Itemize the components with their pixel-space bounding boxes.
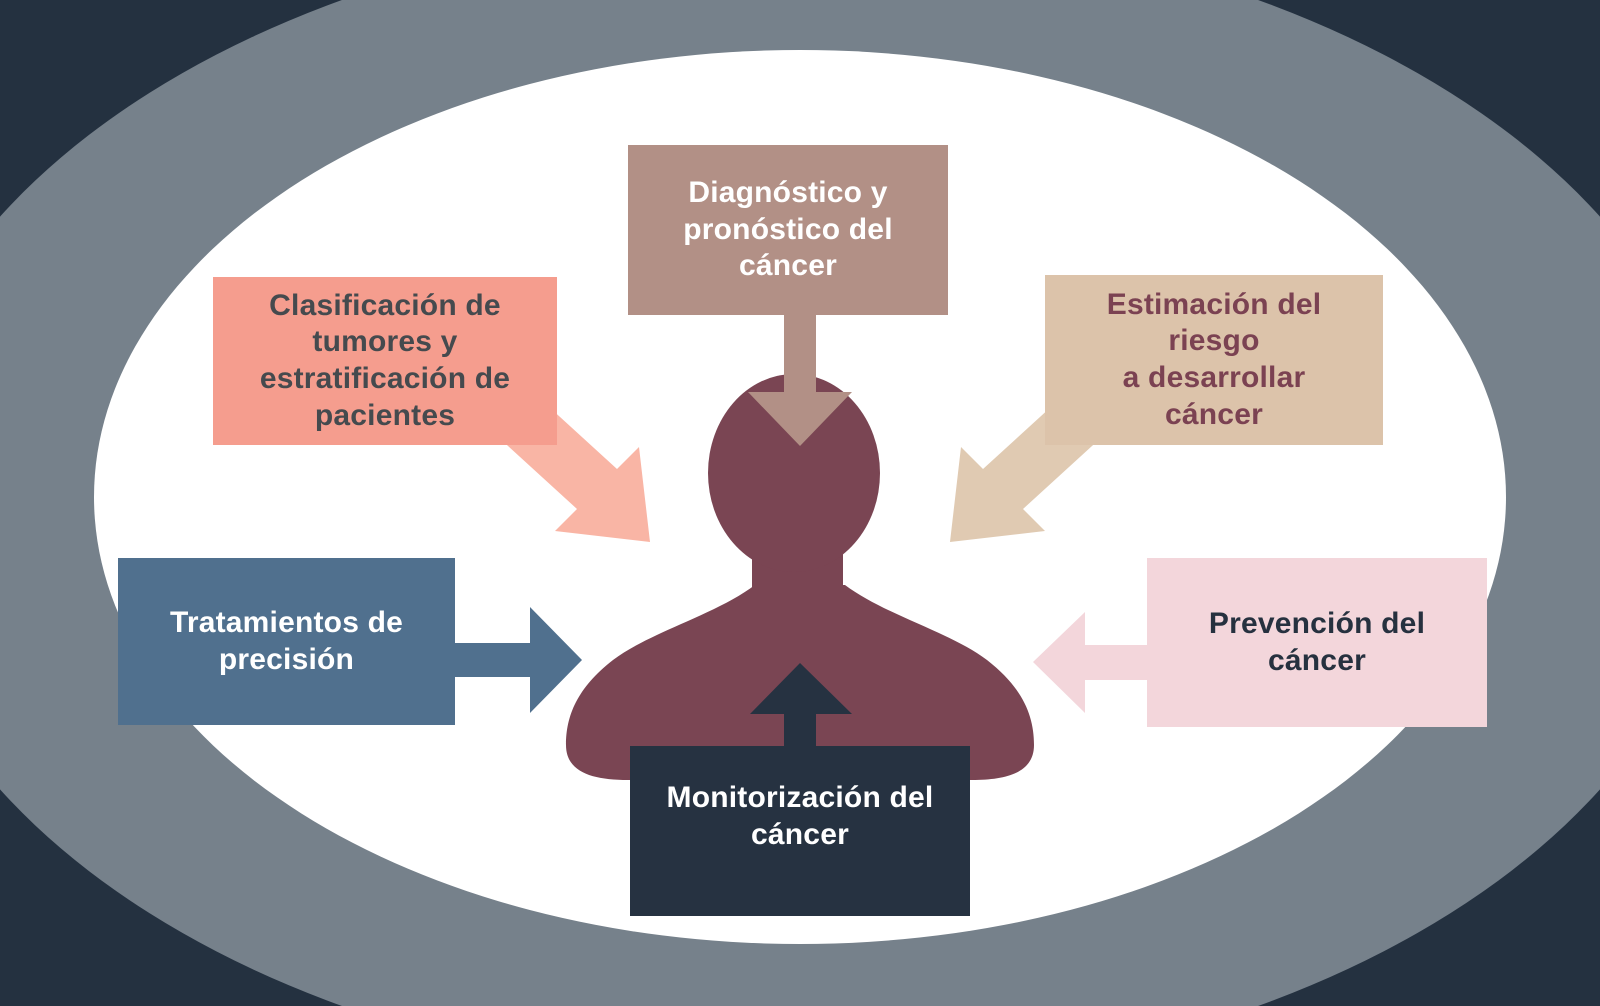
label-box-classification: Clasificación de tumores y estratificaci… bbox=[213, 277, 557, 445]
label-box-prevention: Prevención del cáncer bbox=[1147, 558, 1487, 727]
label-text-monitoring: Monitorización del cáncer bbox=[666, 781, 934, 851]
arrow-left-prevention-icon bbox=[1033, 612, 1147, 713]
arrow-up-monitoring-icon bbox=[750, 663, 852, 746]
label-text-diagnosis: Diagnóstico y pronóstico del cáncer bbox=[683, 176, 893, 283]
label-text-treatments: Tratamientos de precisión bbox=[169, 605, 404, 676]
label-box-risk: Estimación del riesgo a desarrollar cánc… bbox=[1045, 275, 1383, 445]
label-text-risk: Estimación del riesgo a desarrollar cánc… bbox=[1106, 287, 1322, 431]
label-box-diagnosis: Diagnóstico y pronóstico del cáncer bbox=[628, 145, 948, 315]
label-box-monitoring: Monitorización del cáncer bbox=[630, 746, 970, 916]
arrow-down-diagnosis-icon bbox=[748, 315, 852, 446]
person-head bbox=[708, 374, 880, 572]
label-text-prevention: Prevención del cáncer bbox=[1208, 606, 1426, 677]
label-text-classification: Clasificación de tumores y estratificaci… bbox=[259, 288, 511, 432]
arrow-right-treatments-icon bbox=[455, 607, 582, 713]
label-box-treatments: Tratamientos de precisión bbox=[118, 558, 455, 725]
